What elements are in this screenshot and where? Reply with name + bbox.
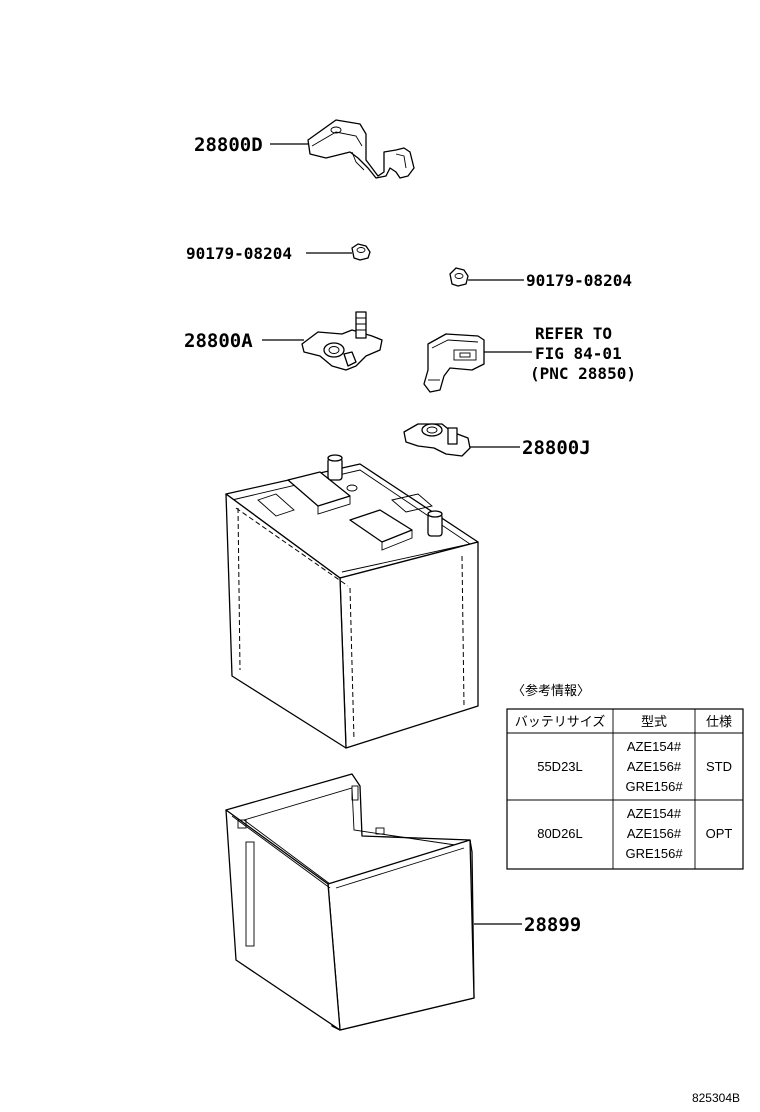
- refer-line-3: (PNC 28850): [530, 364, 636, 383]
- negative-terminal-part: [403, 423, 471, 457]
- table-cell-size: 80D26L: [537, 826, 583, 841]
- table-cell-model: AZE156#: [627, 759, 682, 774]
- table-cell-model: GRE156#: [625, 779, 683, 794]
- reference-info-table: 〈参考情報〉 バッテリサイズ 型式 仕様 55D23L AZE154# AZE1…: [506, 683, 744, 870]
- callout-hold-down-clamp: 28800D: [194, 134, 263, 156]
- table-cell-model: AZE156#: [627, 826, 682, 841]
- positive-terminal-part: [301, 311, 383, 371]
- table-header-size: バッテリサイズ: [515, 714, 606, 729]
- figure-reference: 825304B: [692, 1091, 740, 1105]
- hold-down-clamp-part: [307, 119, 415, 179]
- battery-tray-part: [225, 773, 475, 1031]
- table-caption: 〈参考情報〉: [512, 683, 590, 698]
- table-cell-spec: OPT: [706, 826, 733, 841]
- refer-line-2: FIG 84-01: [535, 344, 622, 363]
- table-cell-size: 55D23L: [537, 759, 583, 774]
- battery-part: [225, 454, 479, 749]
- nut-left-part: [351, 243, 371, 261]
- table-cell-model: AZE154#: [627, 806, 682, 821]
- callout-nut-left: 90179-08204: [186, 244, 292, 263]
- table-cell-model: GRE156#: [625, 846, 683, 861]
- callout-negative-terminal: 28800J: [522, 437, 591, 459]
- refer-line-1: REFER TO: [535, 324, 612, 343]
- nut-right-part: [449, 267, 469, 287]
- terminal-cover-part: [423, 333, 485, 393]
- callout-positive-terminal: 28800A: [184, 330, 253, 352]
- callout-nut-right: 90179-08204: [526, 271, 632, 290]
- callout-battery-tray: 28899: [524, 914, 581, 936]
- table-cell-model: AZE154#: [627, 739, 682, 754]
- table-cell-spec: STD: [706, 759, 732, 774]
- table-header-model: 型式: [641, 714, 667, 729]
- table-header-spec: 仕様: [706, 714, 732, 729]
